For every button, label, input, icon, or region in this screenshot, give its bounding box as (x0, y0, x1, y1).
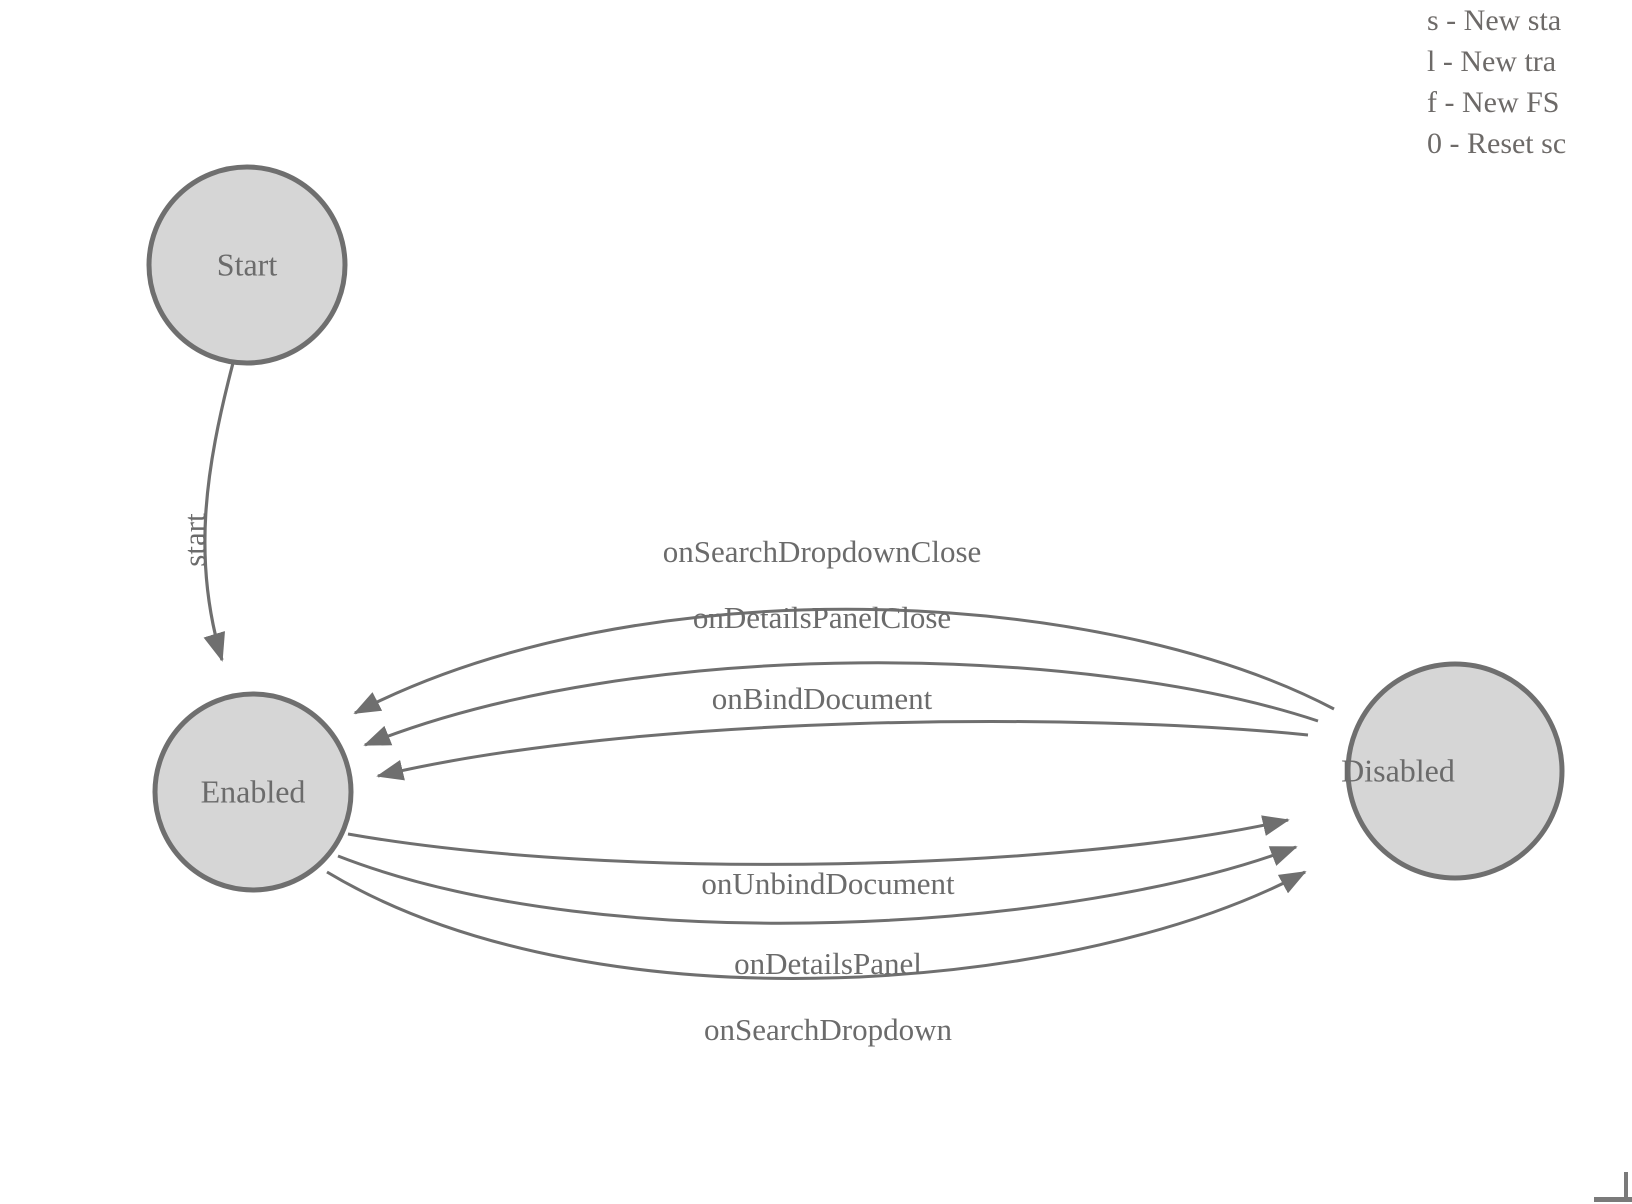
node-disabled[interactable] (1345, 661, 1565, 881)
edge-disabled-enabled-details-close[interactable] (363, 661, 1319, 747)
horizontal-scrollbar[interactable] (1594, 1197, 1632, 1202)
node-enabled[interactable] (152, 691, 354, 893)
edge-enabled-disabled-unbind-document[interactable] (347, 815, 1290, 866)
edge-disabled-enabled-search-close[interactable] (353, 607, 1335, 715)
node-start[interactable] (146, 164, 348, 366)
edge-enabled-disabled-search-dropdown[interactable] (326, 870, 1307, 980)
edge-start-enabled[interactable] (203, 362, 235, 662)
vertical-scrollbar[interactable] (1624, 1172, 1628, 1198)
edge-enabled-disabled-details-panel[interactable] (337, 845, 1298, 925)
edge-disabled-enabled-bind-document[interactable] (376, 720, 1309, 781)
